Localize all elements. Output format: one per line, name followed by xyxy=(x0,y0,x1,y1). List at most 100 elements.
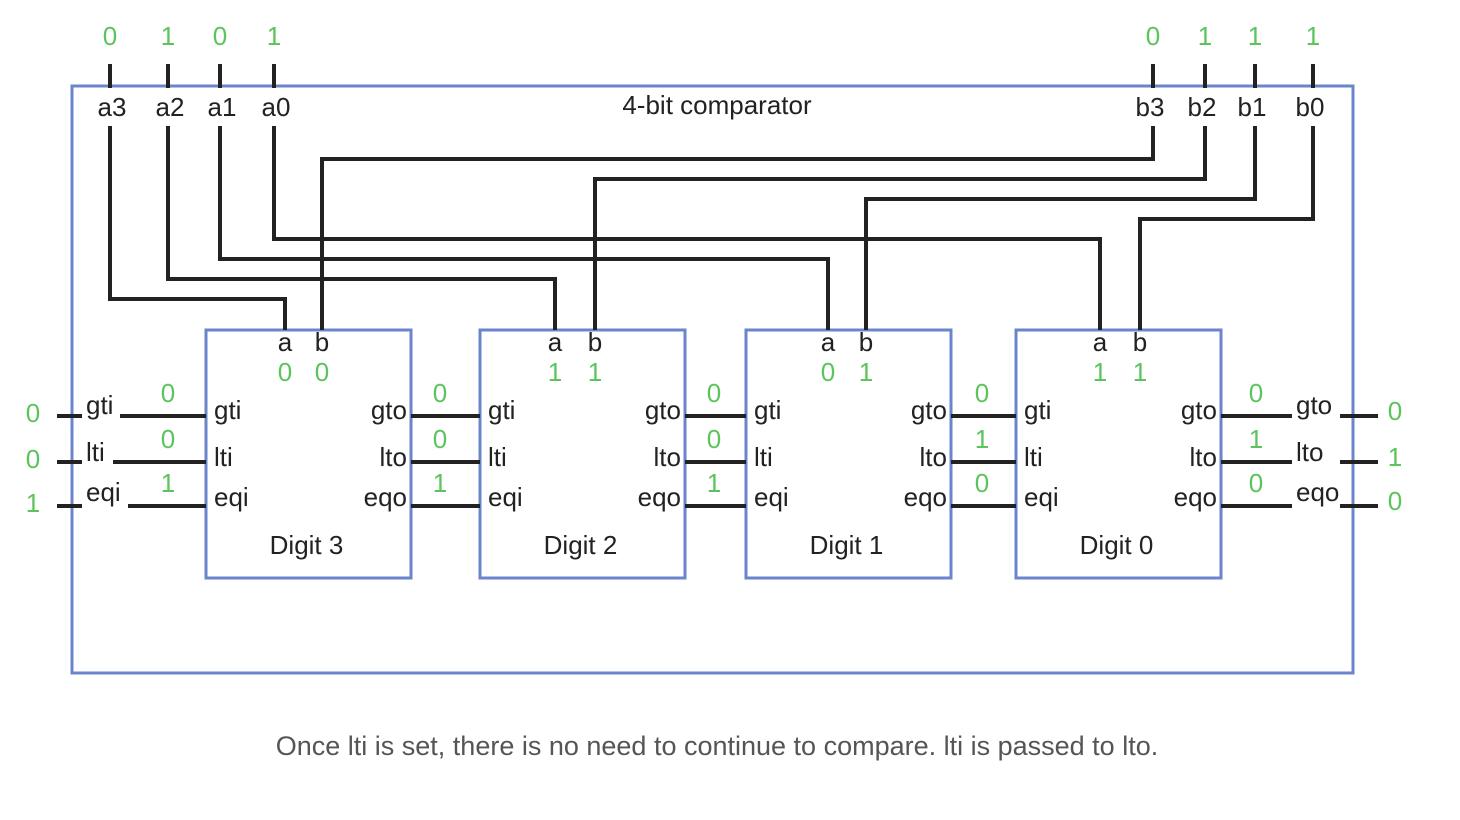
chain-value-3-gt: 0 xyxy=(975,378,989,408)
caption-text: Once lti is set, there is no need to con… xyxy=(276,731,1158,761)
digit-3-gto-label: gto xyxy=(371,395,407,425)
outer-lti-value: 0 xyxy=(26,444,40,474)
input-a3-value: 0 xyxy=(103,21,117,51)
digit-2-eqi-label: eqi xyxy=(488,482,523,512)
wire-a2 xyxy=(166,126,557,330)
digit-2-lto-label: lto xyxy=(654,442,681,472)
outer-eqi-value: 1 xyxy=(26,488,40,518)
input-a1-label: a1 xyxy=(208,92,237,122)
digit-0-a-label: a xyxy=(1093,327,1108,357)
wire-a3 xyxy=(108,126,287,330)
chain-value-0-gt: 0 xyxy=(161,378,175,408)
digit-3-lto-label: lto xyxy=(380,442,407,472)
wire-b1 xyxy=(864,126,1257,330)
digit-1-lto-label: lto xyxy=(920,442,947,472)
input-a1-value: 0 xyxy=(213,21,227,51)
digit-0-lti-label: lti xyxy=(1024,442,1043,472)
digit-1-b-label: b xyxy=(859,327,873,357)
digit-0-eqi-label: eqi xyxy=(1024,482,1059,512)
outer-lto-label: lto xyxy=(1296,437,1323,467)
digit-1-gto-label: gto xyxy=(911,395,947,425)
input-b0-label: b0 xyxy=(1296,92,1325,122)
chain-value-2-eq: 1 xyxy=(707,468,721,498)
input-a3-label: a3 xyxy=(98,92,127,122)
digit-3-gti-label: gti xyxy=(214,395,241,425)
input-a0-value: 1 xyxy=(267,21,281,51)
chain-value-4-gt: 0 xyxy=(1249,378,1263,408)
digit-2-lti-label: lti xyxy=(488,442,507,472)
digit-1-eqo-label: eqo xyxy=(904,482,947,512)
chain-value-0-eq: 1 xyxy=(161,468,175,498)
digit-2-a-value: 1 xyxy=(548,357,562,387)
wire-a1 xyxy=(218,126,830,330)
digit-3-eqi-label: eqi xyxy=(214,482,249,512)
comparator-outer-box xyxy=(70,84,1355,675)
input-a2-value: 1 xyxy=(161,21,175,51)
input-b2-value: 1 xyxy=(1198,21,1212,51)
digit-2-gto-label: gto xyxy=(645,395,681,425)
wire-b3 xyxy=(320,126,1155,330)
input-b3-value: 0 xyxy=(1146,21,1160,51)
digit-3-name: Digit 3 xyxy=(270,530,344,560)
digit-1-b-value: 1 xyxy=(859,357,873,387)
digit-0-box xyxy=(1014,328,1223,580)
input-b3-label: b3 xyxy=(1136,92,1165,122)
outer-lto-value: 1 xyxy=(1388,442,1402,472)
digit-2-box xyxy=(478,328,687,580)
digit-2-a-label: a xyxy=(548,327,563,357)
wire-b0 xyxy=(1138,126,1315,330)
chain-value-4-lt: 1 xyxy=(1249,424,1263,454)
digit-3-lti-label: lti xyxy=(214,442,233,472)
chain-value-2-gt: 0 xyxy=(707,378,721,408)
outer-gto-value: 0 xyxy=(1388,396,1402,426)
chain-value-2-lt: 0 xyxy=(707,424,721,454)
wire-a0 xyxy=(272,126,1102,330)
input-b1-label: b1 xyxy=(1238,92,1267,122)
digit-3-b-label: b xyxy=(315,327,329,357)
digit-1-box xyxy=(744,328,953,580)
chain-value-1-gt: 0 xyxy=(433,378,447,408)
digit-1-eqi-label: eqi xyxy=(754,482,789,512)
outer-gti-value: 0 xyxy=(26,398,40,428)
digit-2-gti-label: gti xyxy=(488,395,515,425)
outer-lti-label: lti xyxy=(86,437,105,467)
digit-1-name: Digit 1 xyxy=(810,530,884,560)
outer-gto-label: gto xyxy=(1296,390,1332,420)
digit-0-eqo-label: eqo xyxy=(1174,482,1217,512)
digit-0-gto-label: gto xyxy=(1181,395,1217,425)
chain-value-1-eq: 1 xyxy=(433,468,447,498)
digit-2-name: Digit 2 xyxy=(544,530,618,560)
outer-eqo-value: 0 xyxy=(1388,486,1402,516)
digit-1-lti-label: lti xyxy=(754,442,773,472)
digit-2-b-value: 1 xyxy=(588,357,602,387)
digit-3-a-value: 0 xyxy=(278,357,292,387)
outer-eqi-label: eqi xyxy=(86,477,121,507)
digit-3-box xyxy=(204,328,413,580)
digit-0-name: Digit 0 xyxy=(1080,530,1154,560)
chain-value-4-eq: 0 xyxy=(1249,468,1263,498)
digit-0-lto-label: lto xyxy=(1190,442,1217,472)
chain-value-0-lt: 0 xyxy=(161,424,175,454)
comparator-title: 4-bit comparator xyxy=(622,90,812,120)
input-b1-value: 1 xyxy=(1248,21,1262,51)
chain-value-1-lt: 0 xyxy=(433,424,447,454)
digit-1-a-label: a xyxy=(821,327,836,357)
chain-value-3-lt: 1 xyxy=(975,424,989,454)
input-a0-label: a0 xyxy=(262,92,291,122)
input-a2-label: a2 xyxy=(156,92,185,122)
digit-3-a-label: a xyxy=(278,327,293,357)
digit-0-b-value: 1 xyxy=(1133,357,1147,387)
digit-2-eqo-label: eqo xyxy=(638,482,681,512)
digit-3-eqo-label: eqo xyxy=(364,482,407,512)
input-b0-value: 1 xyxy=(1306,21,1320,51)
digit-0-gti-label: gti xyxy=(1024,395,1051,425)
digit-3-b-value: 0 xyxy=(315,357,329,387)
digit-1-gti-label: gti xyxy=(754,395,781,425)
outer-eqo-label: eqo xyxy=(1296,477,1339,507)
input-b2-label: b2 xyxy=(1188,92,1217,122)
outer-gti-label: gti xyxy=(86,390,113,420)
digit-0-b-label: b xyxy=(1133,327,1147,357)
digit-1-a-value: 0 xyxy=(821,357,835,387)
wire-b2 xyxy=(593,126,1207,330)
